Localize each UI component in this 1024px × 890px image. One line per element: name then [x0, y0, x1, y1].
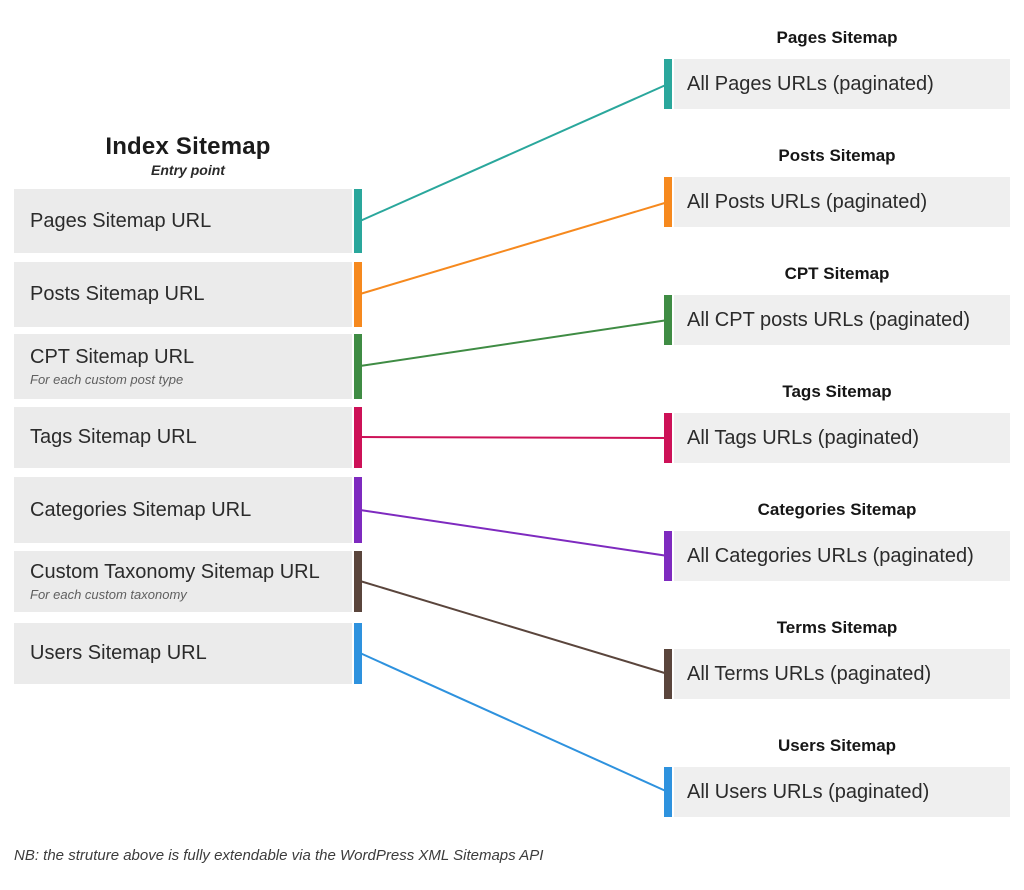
index-item-note: For each custom post type: [30, 372, 184, 387]
index-item-label: Categories Sitemap URL: [30, 498, 252, 521]
tags-sitemap-label: All Tags URLs (paginated): [687, 426, 919, 449]
pages-sitemap-accent-bar: [664, 59, 672, 109]
categories-sitemap-accent-bar: [664, 531, 672, 581]
index-item-label: CPT Sitemap URL: [30, 346, 195, 368]
index-item-label: Posts Sitemap URL: [30, 283, 205, 305]
index-item-body: Posts Sitemap URL: [14, 262, 352, 327]
connector-terms: [359, 580, 669, 675]
index-item-label: Users Sitemap URL: [30, 642, 207, 664]
users-sitemap-title: Users Sitemap: [777, 736, 897, 755]
pages-accent-bar: [354, 189, 362, 253]
index-item-custom-taxonomy: Custom Taxonomy Sitemap URL For each cus…: [14, 551, 362, 612]
index-item-label: Custom Taxonomy Sitemap URL: [30, 561, 320, 583]
posts-sitemap-label: All Posts URLs (paginated): [687, 190, 928, 213]
pages-sitemap-body: All Pages URLs (paginated): [674, 59, 1010, 109]
terms-sitemap-body: All Terms URLs (paginated): [674, 649, 1010, 699]
posts-sitemap-title: Posts Sitemap: [778, 146, 896, 165]
categories-sitemap-body: All Categories URLs (paginated): [674, 531, 1010, 581]
cpt-sitemap-accent-bar: [664, 295, 672, 345]
index-item-note: For each custom taxonomy: [30, 587, 187, 602]
categories-sitemap-title: Categories Sitemap: [757, 500, 917, 519]
terms-sitemap-accent-bar: [664, 649, 672, 699]
users-sitemap-box: All Users URLs (paginated): [664, 767, 1010, 817]
posts-sitemap-accent-bar: [664, 177, 672, 227]
pages-sitemap-label: All Pages URLs (paginated): [687, 72, 934, 95]
index-item-categories: Categories Sitemap URL: [14, 477, 362, 543]
tags-sitemap-accent-bar: [664, 413, 672, 463]
index-item-cpt: CPT Sitemap URL For each custom post typ…: [14, 334, 362, 399]
cpt-sitemap-title: CPT Sitemap: [784, 264, 890, 283]
index-item-body: Pages Sitemap URL: [14, 189, 352, 253]
tags-sitemap-body: All Tags URLs (paginated): [674, 413, 1010, 463]
posts-accent-bar: [354, 262, 362, 327]
pages-sitemap-title: Pages Sitemap: [776, 28, 898, 47]
index-item-posts: Posts Sitemap URL: [14, 262, 362, 327]
tags-accent-bar: [354, 407, 362, 468]
categories-sitemap-label: All Categories URLs (paginated): [687, 544, 974, 567]
posts-sitemap-body: All Posts URLs (paginated): [674, 177, 1010, 227]
connector-categories: [359, 509, 669, 557]
cpt-sitemap-body: All CPT posts URLs (paginated): [674, 295, 1010, 345]
connector-cpt: [359, 319, 669, 367]
posts-sitemap-box: All Posts URLs (paginated): [664, 177, 1010, 227]
terms-sitemap-title: Terms Sitemap: [776, 618, 898, 637]
tags-sitemap-box: All Tags URLs (paginated): [664, 413, 1010, 463]
index-item-body: Tags Sitemap URL: [14, 407, 352, 468]
cpt-sitemap-label: All CPT posts URLs (paginated): [687, 308, 971, 331]
cpt-sitemap-box: All CPT posts URLs (paginated): [664, 295, 1010, 345]
users-sitemap-body: All Users URLs (paginated): [674, 767, 1010, 817]
index-item-body: CPT Sitemap URL For each custom post typ…: [14, 334, 352, 399]
custom-taxonomy-accent-bar: [354, 551, 362, 612]
index-item-users: Users Sitemap URL: [14, 623, 362, 684]
tags-sitemap-title: Tags Sitemap: [782, 382, 892, 401]
users-sitemap-accent-bar: [664, 767, 672, 817]
index-item-pages: Pages Sitemap URL: [14, 189, 362, 253]
connector-users: [359, 652, 669, 793]
users-accent-bar: [354, 623, 362, 684]
users-sitemap-label: All Users URLs (paginated): [687, 780, 930, 803]
cpt-accent-bar: [354, 334, 362, 399]
extendability-note: NB: the struture above is fully extendab…: [14, 847, 544, 864]
terms-sitemap-label: All Terms URLs (paginated): [687, 662, 932, 685]
connector-tags: [359, 436, 669, 439]
index-item-label: Pages Sitemap URL: [30, 209, 212, 232]
categories-sitemap-box: All Categories URLs (paginated): [664, 531, 1010, 581]
index-item-body: Users Sitemap URL: [14, 623, 352, 684]
index-item-body: Custom Taxonomy Sitemap URL For each cus…: [14, 551, 352, 612]
connector-posts: [359, 201, 669, 295]
connector-pages: [359, 83, 669, 222]
categories-accent-bar: [354, 477, 362, 543]
terms-sitemap-box: All Terms URLs (paginated): [664, 649, 1010, 699]
index-item-label: Tags Sitemap URL: [30, 426, 197, 448]
pages-sitemap-box: All Pages URLs (paginated): [664, 59, 1010, 109]
index-item-tags: Tags Sitemap URL: [14, 407, 362, 468]
index-item-body: Categories Sitemap URL: [14, 477, 352, 543]
index-sitemap-title: Index Sitemap: [105, 133, 271, 160]
index-sitemap-subtitle: Entry point: [151, 162, 225, 178]
